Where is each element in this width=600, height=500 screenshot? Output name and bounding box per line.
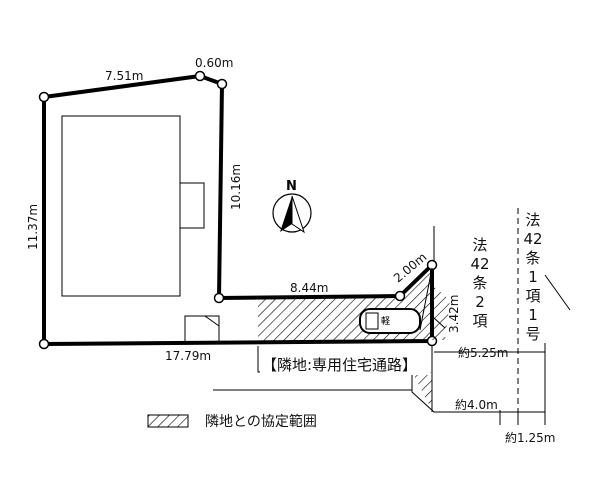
svg-text:条: 条 xyxy=(472,274,487,292)
legend-label: 隣地との協定範囲 xyxy=(205,413,317,430)
svg-text:1: 1 xyxy=(528,306,538,324)
corner-hatch xyxy=(432,285,450,340)
north-arrow-icon: N xyxy=(272,179,312,234)
svg-text:号: 号 xyxy=(525,325,540,343)
road-width-125: 約1.25m xyxy=(505,430,555,445)
svg-text:法: 法 xyxy=(472,236,487,254)
legend-swatch xyxy=(147,414,189,428)
dim-top-left: 7.51m xyxy=(105,69,143,83)
road-width-40: 約4.0m xyxy=(455,397,498,412)
law-42-2-label: 法 42 条 2 項 xyxy=(470,236,489,330)
north-label: N xyxy=(286,179,297,194)
law-42-1-1-box xyxy=(523,210,543,343)
car-icon: 軽 xyxy=(359,308,421,334)
dim-right-upper: 10.16m xyxy=(229,164,243,210)
svg-text:項: 項 xyxy=(472,312,487,330)
svg-text:1: 1 xyxy=(528,268,538,286)
svg-text:法: 法 xyxy=(525,211,540,229)
dim-bottom: 17.79m xyxy=(165,349,211,363)
house-outline xyxy=(61,115,220,345)
svg-text:42: 42 xyxy=(470,255,489,273)
boundary-points xyxy=(38,70,438,350)
road-corner-hatch xyxy=(412,372,432,410)
legend: 隣地との協定範囲 xyxy=(147,413,317,430)
road-label: 【隣地:専用住宅通路】 xyxy=(262,356,417,374)
law-42-1-1-label: 法 42 条 1 項 1 号 xyxy=(523,211,542,343)
dim-bottom-inner: 8.44m xyxy=(290,281,328,295)
dim-right-lower: 3.42m xyxy=(447,295,461,333)
svg-text:項: 項 xyxy=(525,287,540,305)
car-label: 軽 xyxy=(381,316,390,327)
dim-left: 11.37m xyxy=(26,204,40,250)
road-width-525: 約5.25m xyxy=(458,345,508,360)
svg-text:条: 条 xyxy=(525,249,540,267)
svg-text:42: 42 xyxy=(523,230,542,248)
road-lines xyxy=(213,226,571,425)
road-label-box xyxy=(260,355,430,375)
dim-top-short: 0.60m xyxy=(195,56,233,70)
svg-text:2: 2 xyxy=(475,293,485,311)
